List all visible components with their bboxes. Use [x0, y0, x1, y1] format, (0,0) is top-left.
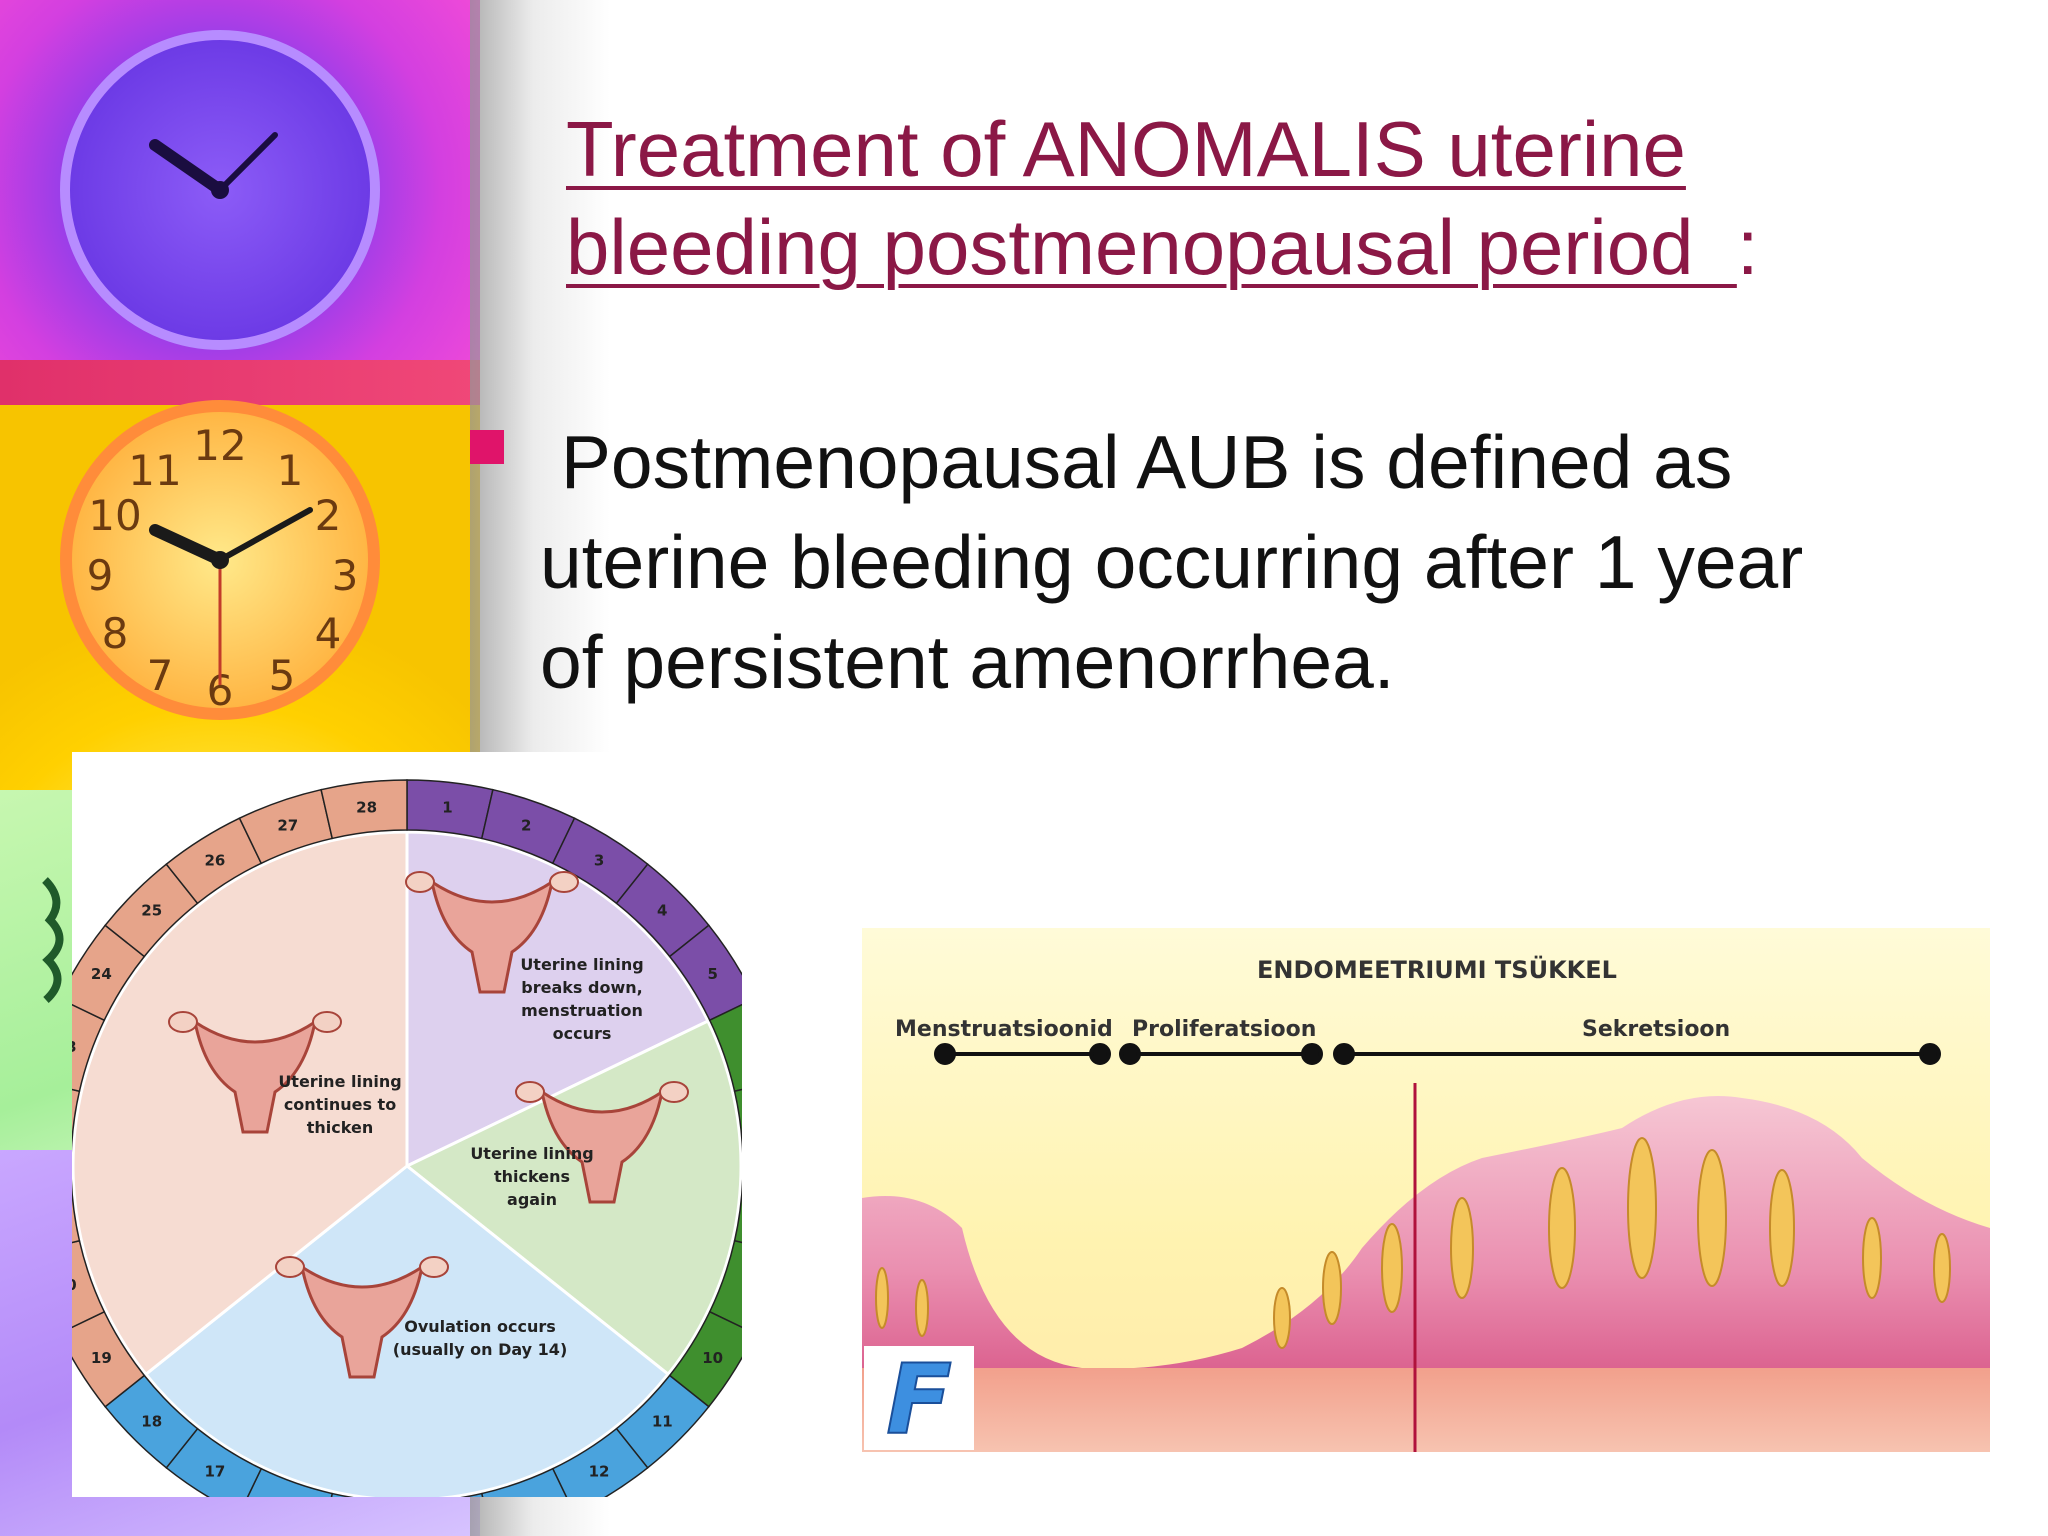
day-label-27: 27 [277, 816, 298, 834]
day-label-4: 4 [657, 902, 667, 920]
day-label-3: 3 [594, 851, 604, 869]
bullet-text-line-2: uterine bleeding occurring after 1 year [540, 520, 1804, 604]
day-label-11: 11 [652, 1412, 673, 1430]
label-continues-3: thicken [307, 1118, 373, 1137]
green-panel-decoration-icon [42, 877, 64, 1003]
logo-box [864, 1346, 974, 1450]
day-label-23: 23 [72, 1038, 77, 1056]
logo-letter: F [886, 1344, 952, 1452]
day-label-19: 19 [91, 1349, 112, 1367]
cycle-wheel: 1234567891011121314151617181920212223242… [20, 779, 794, 1536]
svg-text:5: 5 [269, 651, 296, 700]
svg-text:12: 12 [193, 421, 246, 470]
label-menstruation-4: occurs [553, 1024, 612, 1043]
svg-text:7: 7 [147, 651, 174, 700]
day-label-17: 17 [204, 1463, 225, 1481]
day-label-20: 20 [72, 1276, 77, 1294]
svg-text:4: 4 [315, 609, 342, 658]
bullet-text-line-1: Postmenopausal AUB is defined as [540, 420, 1733, 504]
label-thickens-2: thickens [494, 1167, 570, 1186]
day-segment-28 [320, 779, 408, 840]
label-thickens-1: Uterine lining [470, 1144, 593, 1163]
day-label-25: 25 [141, 902, 162, 920]
label-menstruation-3: menstruation [521, 1001, 643, 1020]
day-label-28: 28 [356, 798, 377, 816]
endometrium-diagram: ENDOMEETRIUMI TSÜKKEL Menstruatsioonid P… [862, 954, 1990, 1452]
phase-proliferation: Proliferatsioon [1132, 1017, 1316, 1042]
title-colon: : [1736, 203, 1759, 291]
endometrium-cycle-figure: ENDOMEETRIUMI TSÜKKEL Menstruatsioonid P… [862, 928, 1990, 1452]
day-label-26: 26 [204, 851, 225, 869]
endometrium-tissue [862, 1096, 1990, 1388]
day-label-2: 2 [521, 816, 531, 834]
title-line-1: Treatment of ANOMALIS uterine [566, 105, 1686, 193]
myometrium-layer [862, 1368, 1990, 1452]
bullet-text: Postmenopausal AUB is defined as uterine… [540, 412, 2000, 712]
label-menstruation-1: Uterine lining [520, 955, 643, 974]
svg-text:11: 11 [128, 446, 181, 495]
svg-text:2: 2 [315, 491, 342, 540]
pink-strip [0, 360, 480, 405]
purple-clock-hands-icon [149, 132, 278, 199]
gland-shapes [875, 1137, 1951, 1349]
label-menstruation-2: breaks down, [521, 978, 642, 997]
phase-secretion: Sekretsioon [1582, 1017, 1730, 1042]
uterus-icon-menstruation [405, 871, 579, 994]
bullet-text-line-3: of persistent amenorrhea. [540, 620, 1395, 704]
label-ovulation-1: Ovulation occurs [404, 1317, 556, 1336]
label-ovulation-2: (usually on Day 14) [393, 1340, 568, 1359]
svg-text:8: 8 [102, 609, 129, 658]
svg-text:1: 1 [277, 446, 304, 495]
day-label-10: 10 [702, 1349, 723, 1367]
day-label-18: 18 [141, 1412, 162, 1430]
day-label-12: 12 [589, 1463, 610, 1481]
slide-title: Treatment of ANOMALIS uterine bleeding p… [566, 100, 1946, 296]
uterus-icon-ovulation [275, 1256, 449, 1379]
svg-text:10: 10 [88, 491, 141, 540]
uterus-icon-continues [168, 1011, 342, 1134]
label-thickens-3: again [507, 1190, 557, 1209]
day-label-5: 5 [707, 965, 717, 983]
label-continues-1: Uterine lining [278, 1072, 401, 1091]
label-continues-2: continues to [284, 1095, 396, 1114]
svg-text:9: 9 [87, 551, 114, 600]
day-label-1: 1 [442, 798, 452, 816]
svg-text:3: 3 [332, 551, 359, 600]
uterus-icon-thickens-again [515, 1081, 689, 1204]
endometrium-title: ENDOMEETRIUMI TSÜKKEL [1257, 954, 1617, 984]
phase-menstruation: Menstruatsioonid [895, 1017, 1113, 1042]
menstrual-cycle-figure: 1234567891011121314151617181920212223242… [20, 752, 794, 1536]
bullet-square-icon [470, 430, 504, 464]
title-line-2: bleeding postmenopausal period [566, 203, 1737, 291]
day-label-24: 24 [91, 965, 112, 983]
